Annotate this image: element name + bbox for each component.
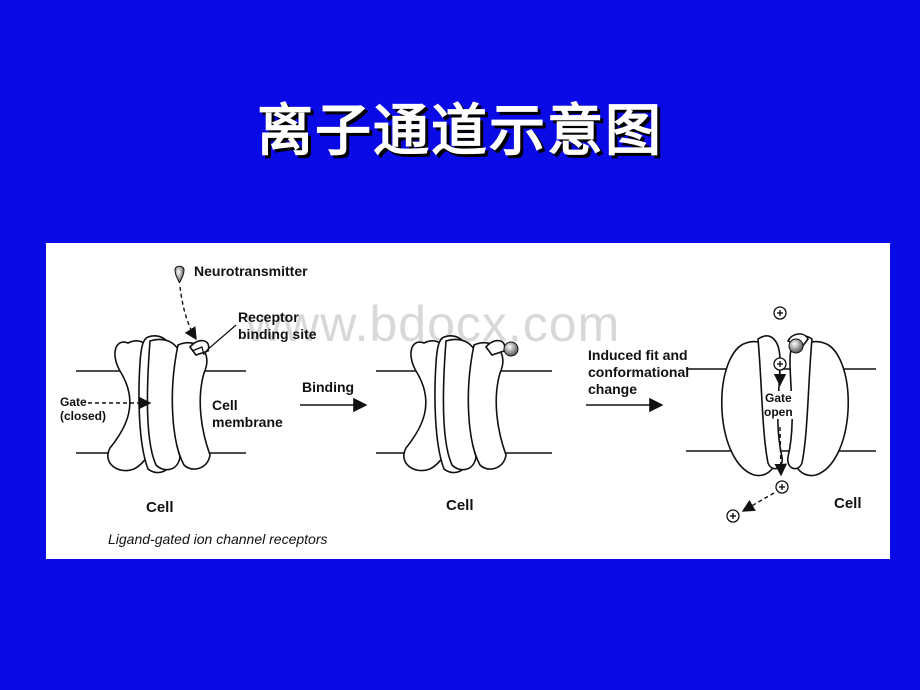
neurotransmitter-arrow (179, 286, 197, 341)
neurotransmitter-label: Neurotransmitter (194, 263, 308, 279)
neurotransmitter-icon (174, 265, 185, 284)
binding-site-notch (191, 346, 205, 356)
closed-channel (107, 335, 211, 474)
cell-label-3: Cell (834, 495, 862, 512)
ion-channel-figure: www.bdocx.com (46, 243, 890, 559)
ion-flow-arrow-lower (774, 426, 788, 477)
gate-closed-label: Gate (closed) (60, 395, 107, 423)
binding-site-pointer (205, 324, 237, 352)
figure-caption: Ligand-gated ion channel receptors (108, 531, 328, 547)
binding-label: Binding (302, 379, 355, 395)
diagram-graphics (76, 265, 876, 523)
receptor-binding-site-label: Receptor binding site (238, 309, 317, 342)
induced-fit-label: Induced fit and conformational change (588, 347, 690, 397)
open-channel (721, 333, 849, 477)
ion-plus-signs (730, 310, 785, 519)
gate-open-label: Gate open (764, 391, 793, 419)
ion-exit-arrow (741, 492, 775, 512)
bound-channel (403, 335, 507, 474)
open-ligand-icon (788, 338, 804, 354)
bound-ligand-icon (503, 341, 519, 357)
slide-title: 离子通道示意图 (257, 99, 663, 164)
cell-label-2: Cell (446, 497, 474, 514)
cell-label-1: Cell (146, 499, 174, 516)
cell-membrane-label: Cell membrane (212, 397, 283, 430)
